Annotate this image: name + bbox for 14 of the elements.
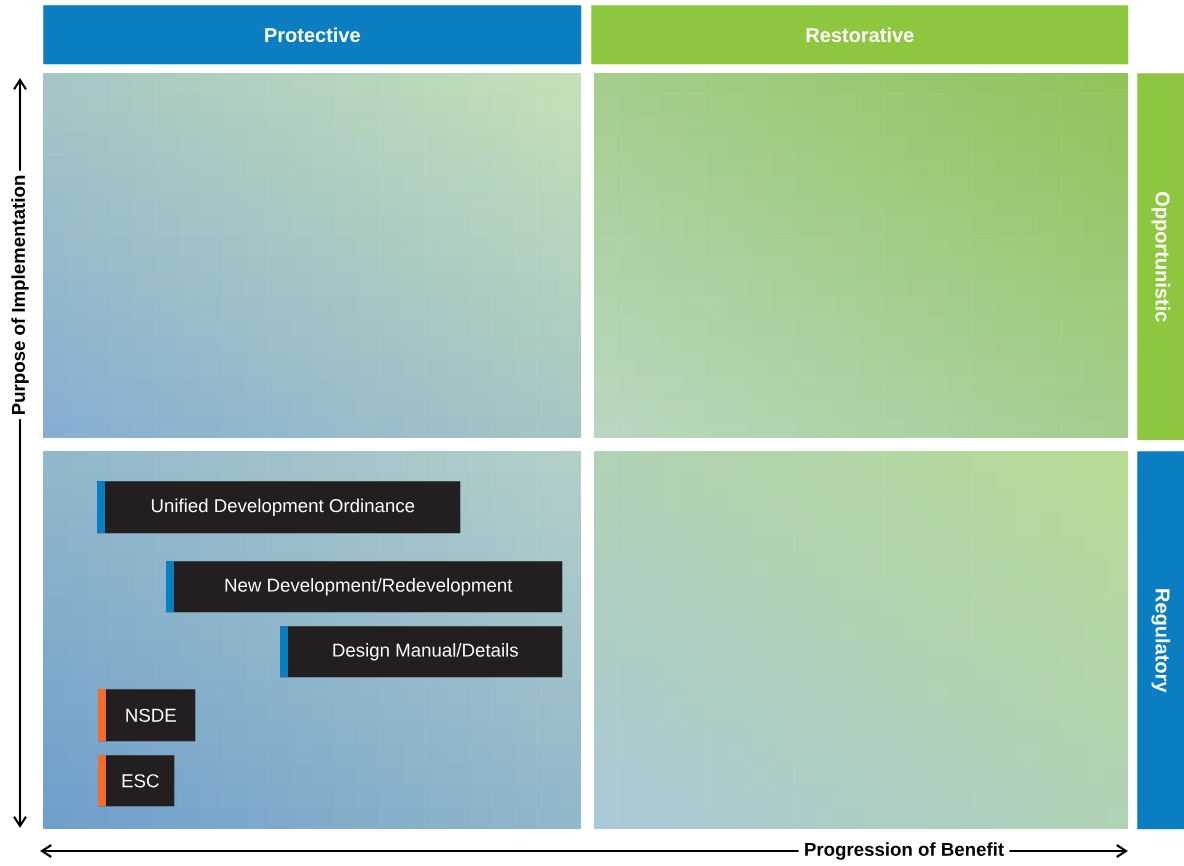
column-header: Restorative: [591, 5, 1129, 65]
quadrant-panel: [594, 73, 1128, 438]
axis-label: Progression of Benefit: [798, 836, 1010, 866]
row-header: Regulatory: [1137, 451, 1184, 830]
program-label: New Development/Redevelopment: [166, 561, 563, 613]
row-header: Opportunistic: [1137, 73, 1184, 441]
program-label: ESC: [98, 755, 175, 807]
program-label: NSDE: [98, 689, 196, 742]
column-header: Protective: [43, 5, 582, 65]
program-label: Design Manual/Details: [280, 626, 563, 678]
quadrant-panel: [594, 451, 1128, 829]
quadrant-panel: [43, 73, 581, 438]
axis-label: Purpose of Implementation: [7, 170, 33, 420]
program-label: Unified Development Ordinance: [97, 481, 461, 534]
